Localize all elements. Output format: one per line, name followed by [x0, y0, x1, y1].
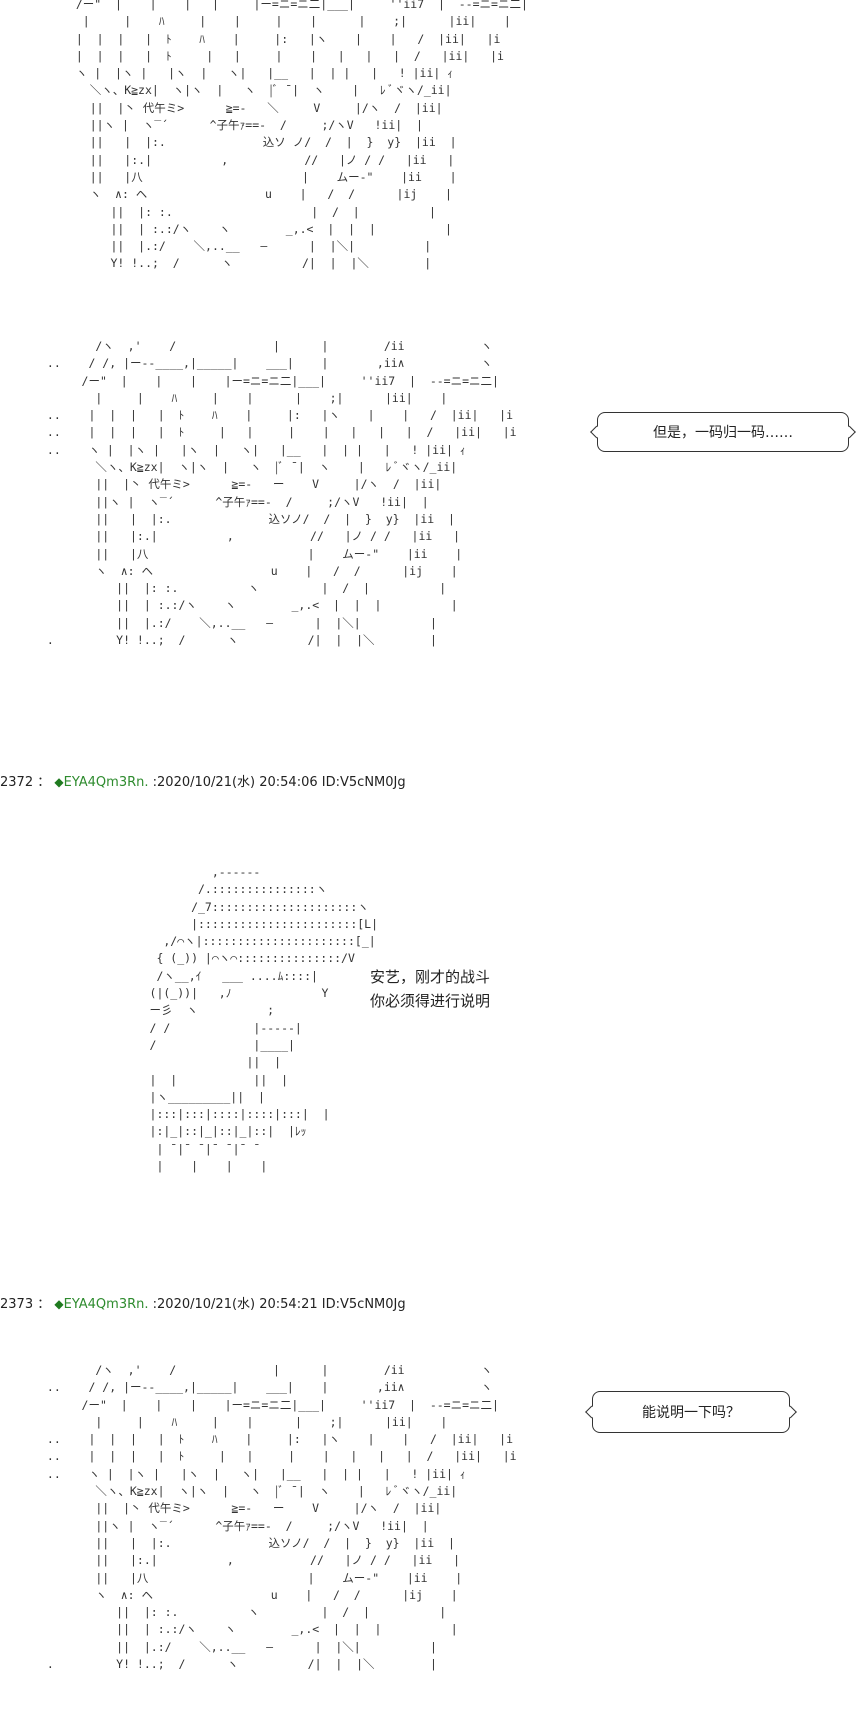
dialogue-line-2: 你必须得进行说明 [370, 992, 491, 1010]
speech-bubble-top-text: 但是，一码归一码…… [653, 425, 793, 441]
post-datetime: :2020/10/21(水) 20:54:21 [152, 1297, 318, 1312]
speech-bubble-2373-text: 能说明一下吗？ [642, 1405, 740, 1421]
post-separator: ： [37, 1297, 51, 1312]
speech-bubble-2373: 能说明一下吗？ [592, 1391, 790, 1433]
post-tripcode[interactable]: EYA4Qm3Rn. [63, 1297, 149, 1312]
post-datetime: :2020/10/21(水) 20:54:06 [152, 775, 318, 790]
dialogue-2372: 安艺，刚才的战斗 你必须得进行说明 [370, 965, 490, 1013]
post-id: ID:V5cNM0Jg [321, 775, 406, 790]
ascii-art-panel-2: /ヽ ,' / | | /ii ヽ .. / /, |ー--____,|____… [46, 339, 517, 648]
trip-diamond-icon: ◆ [54, 775, 64, 789]
post-header-2373: 2373 ： ◆EYA4Qm3Rn. :2020/10/21(水) 20:54:… [0, 1293, 406, 1312]
post-tripcode[interactable]: EYA4Qm3Rn. [63, 775, 149, 790]
post-header-2372: 2372 ： ◆EYA4Qm3Rn. :2020/10/21(水) 20:54:… [0, 771, 406, 790]
trip-diamond-icon: ◆ [54, 1297, 64, 1311]
ascii-art-panel-3: ,------ /.:::::::::::::::ヽ /_7::::::::::… [149, 865, 379, 1174]
speech-bubble-top: 但是，一码归一码…… [597, 412, 849, 452]
dialogue-line-1: 安艺，刚才的战斗 [370, 968, 491, 986]
ascii-art-panel-1: /ー" | | | | |ー=ニ=ニ二|___| ''ii7 | --=ニ=ニ二… [75, 0, 528, 271]
post-id: ID:V5cNM0Jg [321, 1297, 406, 1312]
post-number: 2373 [0, 1297, 34, 1312]
post-separator: ： [37, 775, 51, 790]
post-number: 2372 [0, 775, 34, 790]
ascii-art-panel-4: /ヽ ,' / | | /ii ヽ .. / /, |ー--____,|____… [46, 1363, 517, 1672]
